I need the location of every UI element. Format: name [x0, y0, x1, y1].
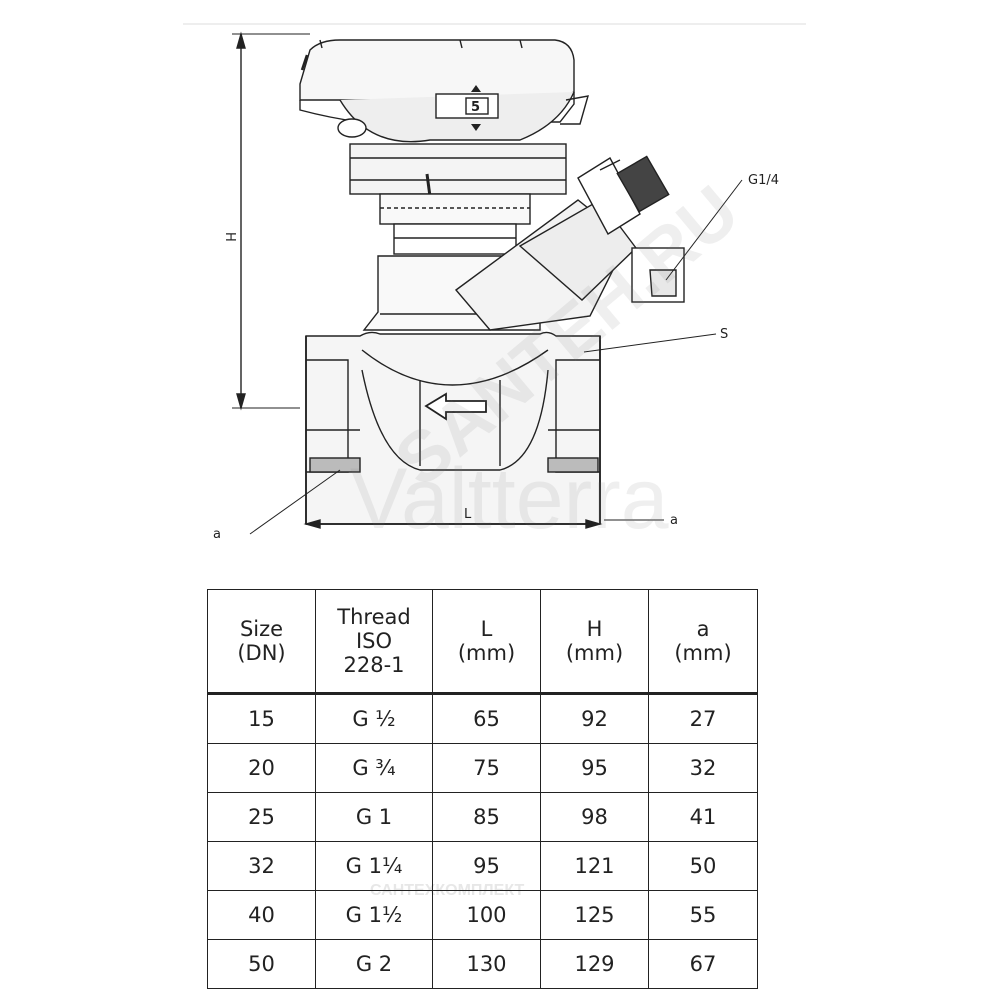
- cell-l: 85: [432, 792, 541, 842]
- cell-l: 65: [432, 693, 541, 744]
- cell-a: 32: [648, 743, 758, 793]
- cell-a: 67: [648, 939, 758, 989]
- header-size: Size(DN): [207, 589, 316, 695]
- cell-h: 95: [540, 743, 649, 793]
- s-label: S: [720, 327, 728, 342]
- cell-thread: G 1½: [315, 890, 433, 940]
- cell-a: 55: [648, 890, 758, 940]
- cell-l: 95: [432, 841, 541, 891]
- actuator-head: [299, 39, 589, 143]
- cell-size: 20: [207, 743, 316, 793]
- header-l: L(mm): [432, 589, 541, 695]
- cell-size: 15: [207, 693, 316, 744]
- measuring-nipple: [454, 155, 685, 331]
- table-row: 15 G ½ 65 92 27: [207, 693, 758, 744]
- header-h: H(mm): [540, 589, 649, 695]
- flow-arrow: [424, 392, 487, 421]
- cell-a: 27: [648, 693, 758, 744]
- cell-size: 25: [207, 792, 316, 842]
- cell-thread: G ½: [315, 693, 433, 744]
- table-row: 40 G 1½ 100 125 55: [207, 890, 758, 940]
- thread-label: G1/4: [748, 173, 779, 188]
- dimension-l: [303, 519, 603, 529]
- dimension-h: [232, 31, 310, 411]
- a-label-right: a: [670, 513, 678, 528]
- cell-thread: G 1: [315, 792, 433, 842]
- dim-h-label: H: [222, 232, 237, 242]
- cell-h: 129: [540, 939, 649, 989]
- table-row: 20 G ¾ 75 95 32: [207, 743, 758, 793]
- cell-thread: G 2: [315, 939, 433, 989]
- cell-h: 92: [540, 693, 649, 744]
- cell-a: 41: [648, 792, 758, 842]
- dim-l-label: L: [464, 507, 472, 522]
- table-row: 25 G 1 85 98 41: [207, 792, 758, 842]
- table-row: 50 G 2 130 129 67: [207, 939, 758, 989]
- a-label-left: a: [213, 527, 221, 542]
- cell-l: 100: [432, 890, 541, 940]
- cell-thread: G 1¼: [315, 841, 433, 891]
- cell-h: 121: [540, 841, 649, 891]
- cell-h: 98: [540, 792, 649, 842]
- cell-a: 50: [648, 841, 758, 891]
- cell-thread: G ¾: [315, 743, 433, 793]
- cell-l: 75: [432, 743, 541, 793]
- cell-h: 125: [540, 890, 649, 940]
- table-row: 32 G 1¼ 95 121 50: [207, 841, 758, 891]
- valve-collar: [349, 143, 567, 255]
- cell-l: 130: [432, 939, 541, 989]
- indicator-digit: 5: [471, 100, 480, 115]
- cell-size: 50: [207, 939, 316, 989]
- valve-drawing: H L G1/4 S a a 5: [183, 23, 806, 542]
- header-a: a(mm): [648, 589, 758, 695]
- cell-size: 40: [207, 890, 316, 940]
- valve-body: [305, 331, 601, 525]
- cell-size: 32: [207, 841, 316, 891]
